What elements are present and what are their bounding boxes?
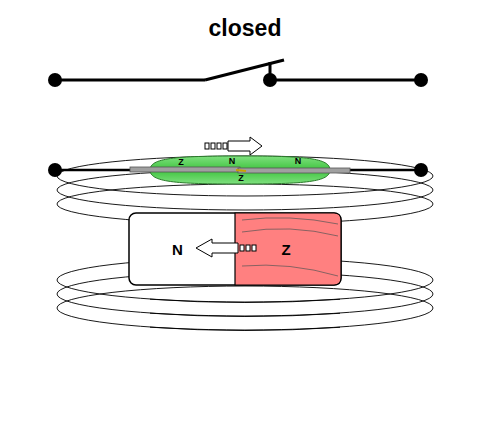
pole-letter: Z [281, 241, 290, 258]
magnet-body [129, 213, 341, 285]
reed-blades [130, 167, 350, 173]
reed-pole-label: Z [178, 158, 184, 167]
state-title: closed [209, 15, 282, 42]
coil-turn [150, 313, 340, 316]
magnet-arrow [196, 239, 256, 257]
coil-turn [150, 299, 340, 302]
magnet-north-half: N [130, 214, 235, 284]
magnet-field-lines [242, 218, 338, 276]
pole-letter: N [172, 241, 183, 258]
magnet-south-half: Z [236, 214, 340, 284]
reed-pole-label: N [295, 157, 302, 166]
magnet-south-half [235, 213, 341, 285]
reed-pole-label: Z [238, 174, 244, 183]
contact-point [236, 170, 246, 171]
field-arrow [205, 137, 262, 155]
switch-symbol [55, 60, 421, 80]
reed-pole-label: N [229, 157, 236, 166]
terminal-dots [48, 73, 428, 87]
coil-turn [150, 327, 340, 330]
coil-turn [57, 286, 433, 330]
coil-winding [150, 299, 340, 330]
